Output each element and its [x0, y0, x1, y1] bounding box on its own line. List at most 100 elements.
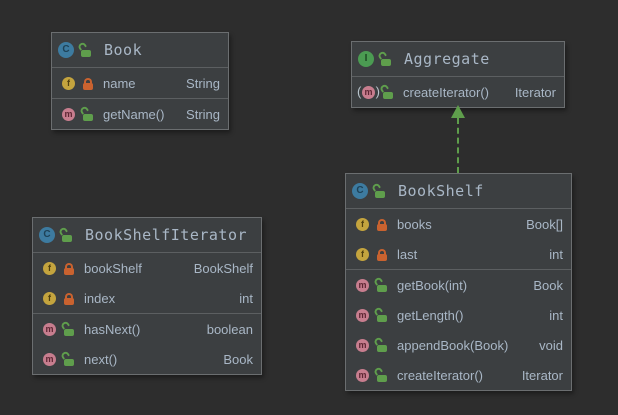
method-icon: m: [357, 85, 380, 99]
member-name: getName(): [103, 106, 165, 122]
field-row[interactable]: f books Book[]: [346, 209, 571, 239]
member-type: Book: [223, 351, 253, 367]
member-name: createIterator(): [403, 84, 489, 100]
member-type: String: [186, 75, 220, 91]
member-name: createIterator(): [397, 367, 483, 383]
member-name: index: [84, 290, 116, 306]
fields-section: f name String: [52, 67, 228, 98]
open-lock-icon: [373, 275, 387, 292]
lock-shackle: [58, 225, 68, 236]
open-lock-icon: [377, 49, 391, 66]
field-row[interactable]: f name String: [52, 68, 228, 98]
method-icon: m: [43, 322, 56, 336]
lock-body: [377, 253, 387, 261]
open-lock-icon: [373, 305, 387, 322]
class-icon: C: [352, 183, 368, 199]
lock-body: [64, 358, 74, 366]
lock-body: [64, 267, 74, 275]
lock-body: [377, 314, 387, 322]
fields-section: f books Book[] f last int: [346, 208, 571, 269]
lock-body: [64, 297, 74, 305]
member-type: int: [549, 307, 563, 323]
lock-shackle: [373, 365, 383, 376]
open-lock-icon: [79, 104, 93, 121]
lock-shackle: [377, 49, 387, 60]
member-name: getLength(): [397, 307, 464, 323]
lock-shackle: [378, 218, 386, 225]
triangle-arrowhead-icon: [451, 105, 465, 118]
lock-body: [64, 328, 74, 336]
field-icon: f: [356, 217, 369, 231]
lock-shackle: [84, 77, 92, 84]
lock-shackle: [60, 319, 70, 330]
member-name: books: [397, 216, 432, 232]
closed-lock-icon: [83, 77, 93, 90]
open-lock-icon: [373, 335, 387, 352]
open-lock-icon: [60, 319, 74, 336]
methods-section: m createIterator() Iterator: [352, 76, 564, 107]
lock-shackle: [65, 292, 73, 299]
lock-body: [375, 190, 385, 198]
method-row[interactable]: m getLength() int: [346, 300, 571, 330]
lock-body: [83, 113, 93, 121]
implements-edge[interactable]: [451, 105, 465, 173]
closed-lock-icon: [64, 262, 74, 275]
member-type: Book: [533, 277, 563, 293]
lock-shackle: [77, 40, 87, 51]
method-icon: m: [356, 368, 369, 382]
method-icon: m: [356, 338, 369, 352]
lock-shackle: [79, 104, 89, 115]
member-name: name: [103, 75, 136, 91]
dashed-edge-line: [457, 118, 459, 173]
member-name: last: [397, 246, 418, 262]
member-type: Book[]: [526, 216, 563, 232]
node-title: Aggregate: [404, 50, 490, 68]
field-row[interactable]: f last int: [346, 239, 571, 269]
open-lock-icon: [77, 40, 91, 57]
lock-shackle: [379, 82, 389, 93]
lock-body: [81, 49, 91, 57]
closed-lock-icon: [64, 292, 74, 305]
lock-body: [377, 344, 387, 352]
member-type: int: [549, 246, 563, 262]
member-name: next(): [84, 351, 118, 367]
open-lock-icon: [60, 349, 74, 366]
lock-body: [383, 91, 393, 99]
method-icon: m: [62, 107, 75, 121]
method-row[interactable]: m createIterator() Iterator: [352, 77, 564, 107]
open-lock-icon: [379, 82, 393, 99]
field-icon: f: [62, 76, 75, 90]
member-type: Iterator: [514, 84, 556, 100]
field-icon: f: [43, 291, 56, 305]
field-icon: f: [356, 247, 369, 261]
lock-body: [83, 82, 93, 90]
method-icon: m: [356, 308, 369, 322]
open-lock-icon: [58, 225, 72, 242]
closed-lock-icon: [377, 248, 387, 261]
lock-shackle: [373, 275, 383, 286]
member-type: BookShelf: [193, 260, 253, 276]
lock-body: [377, 284, 387, 292]
field-icon: f: [43, 261, 56, 275]
field-row[interactable]: f bookShelf BookShelf: [33, 253, 261, 283]
member-name: bookShelf: [84, 260, 142, 276]
